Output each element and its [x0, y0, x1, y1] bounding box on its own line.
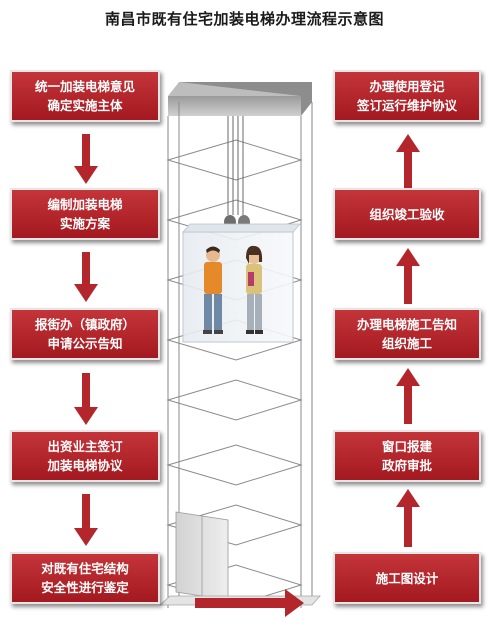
step-3-box: 报街办（镇政府） 申请公示告知 [10, 308, 160, 360]
step-9-line1: 组织竣工验收 [369, 206, 445, 222]
step-1-line2: 确定实施主体 [47, 98, 123, 113]
down-arrow-icon [74, 494, 98, 546]
diagram-title: 南昌市既有住宅加装电梯办理流程示意图 [104, 10, 384, 28]
shaft-roof [168, 82, 312, 116]
person-man-icon [203, 246, 223, 334]
down-arrow-icon [74, 373, 98, 425]
step-2-box: 编制加装电梯 实施方案 [10, 188, 160, 240]
up-arrow-icon [396, 489, 420, 547]
down-arrow-icon [74, 134, 98, 184]
step-3-line2: 申请公示告知 [47, 336, 123, 351]
step-8-line2: 组织施工 [381, 336, 432, 351]
step-5-line2: 安全性进行鉴定 [41, 580, 129, 595]
step-5-line1: 对既有住宅结构 [41, 561, 129, 576]
step-1-box: 统一加装电梯意见 确定实施主体 [10, 70, 160, 122]
person-woman-icon [246, 245, 263, 334]
elevator-door [175, 511, 229, 601]
step-10-line1: 办理使用登记 [369, 79, 445, 94]
left-flow-arrows [74, 134, 98, 546]
step-9-box: 组织竣工验收 [333, 188, 481, 240]
step-7-box: 窗口报建 政府审批 [333, 430, 481, 482]
step-4-line1: 出资业主签订 [47, 439, 123, 454]
elevator-cab [182, 223, 301, 343]
step-2-line1: 编制加装电梯 [47, 197, 123, 212]
step-6-box: 施工图设计 [333, 552, 481, 604]
step-5-box: 对既有住宅结构 安全性进行鉴定 [10, 552, 160, 604]
step-6-line1: 施工图设计 [375, 570, 439, 586]
step-2-line2: 实施方案 [59, 216, 110, 231]
step-1-line1: 统一加装电梯意见 [34, 79, 135, 94]
right-arrow-icon [195, 589, 304, 617]
step-7-line1: 窗口报建 [381, 439, 432, 454]
step-10-box: 办理使用登记 签订运行维护协议 [333, 70, 481, 122]
elevator-cables [227, 116, 244, 215]
step-8-box: 办理电梯施工告知 组织施工 [333, 308, 481, 360]
step-7-line2: 政府审批 [381, 458, 432, 473]
up-arrow-icon [396, 134, 420, 188]
step-3-line1: 报街办（镇政府） [34, 317, 135, 332]
down-arrow-icon [74, 252, 98, 302]
step-8-line1: 办理电梯施工告知 [356, 317, 457, 332]
right-flow-arrows [396, 134, 420, 547]
step-10-line2: 签订运行维护协议 [356, 98, 457, 113]
step-4-box: 出资业主签订 加装电梯协议 [10, 430, 160, 482]
up-arrow-icon [396, 368, 420, 424]
up-arrow-icon [396, 248, 420, 304]
step-4-line2: 加装电梯协议 [47, 458, 123, 473]
